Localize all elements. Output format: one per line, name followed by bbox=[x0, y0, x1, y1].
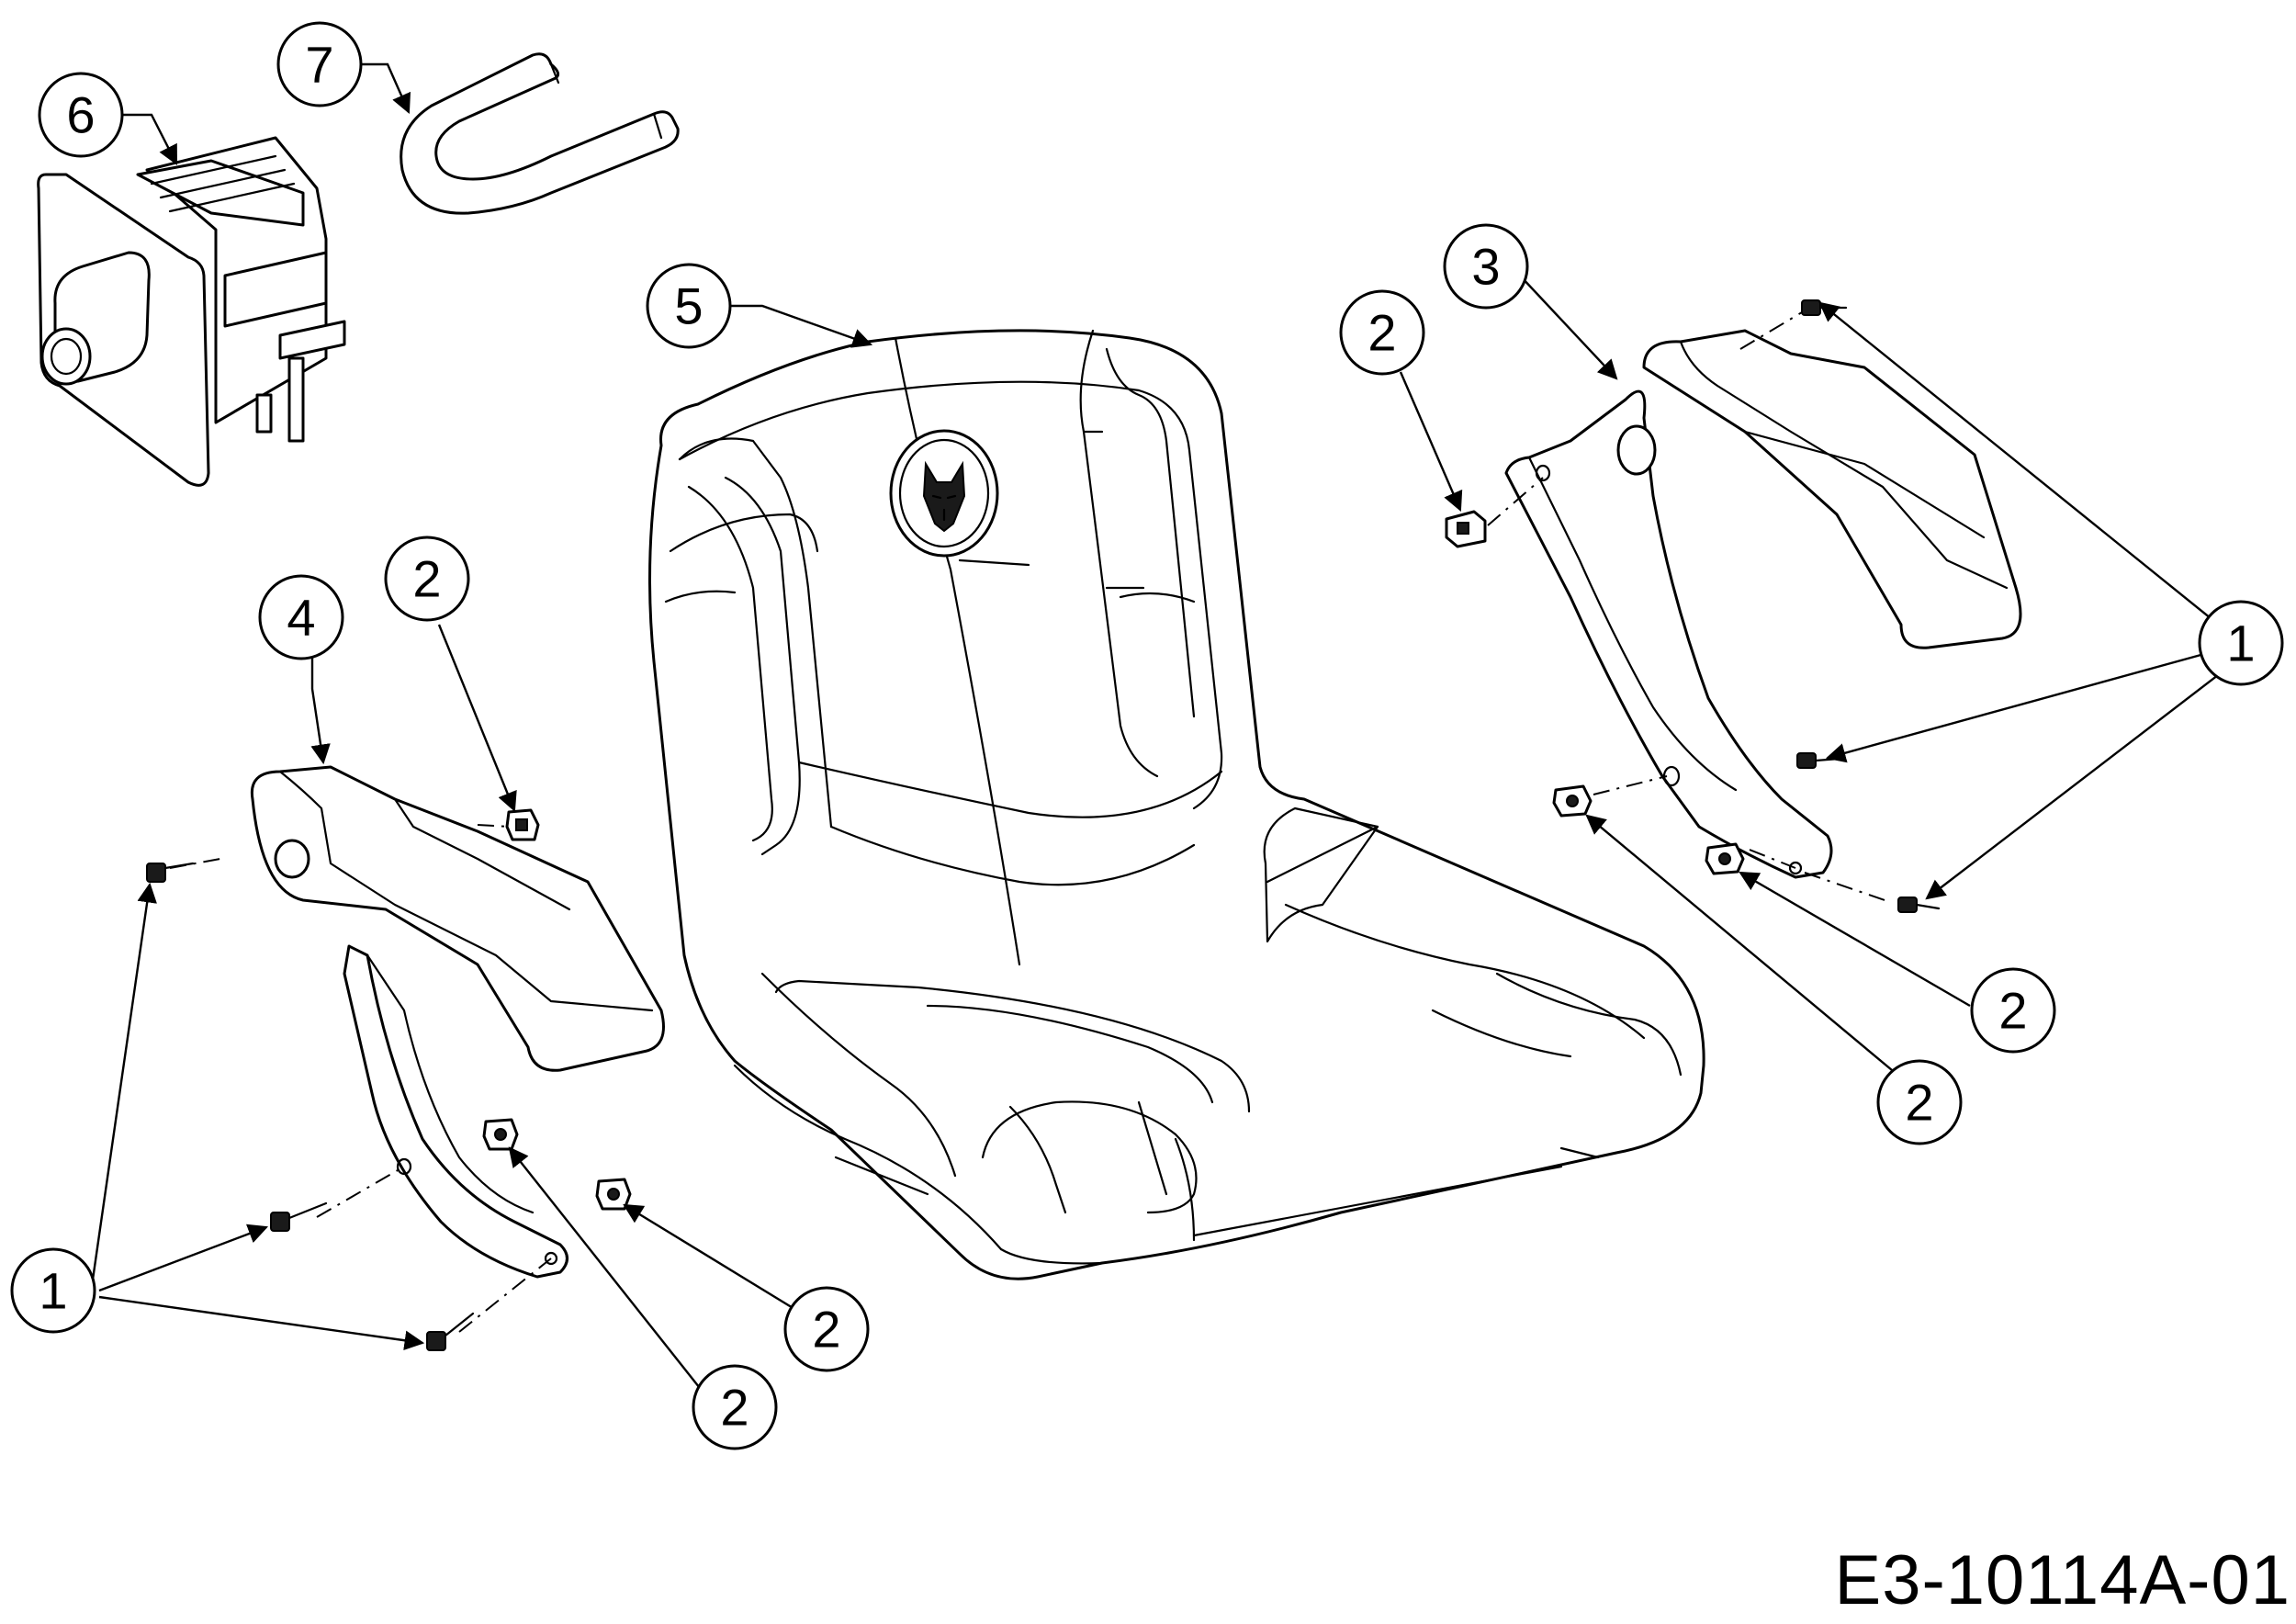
callout-7: 7 bbox=[276, 21, 363, 107]
callout-3: 3 bbox=[1443, 223, 1529, 310]
callout-2-left-lower-right-label: 2 bbox=[812, 1301, 840, 1359]
assembly-centerlines bbox=[169, 311, 1891, 1333]
callout-4-label: 4 bbox=[287, 589, 315, 647]
callout-2-right-upper: 2 bbox=[1970, 967, 2056, 1054]
callout-2-left-upper: 2 bbox=[384, 536, 470, 622]
callout-1-left: 1 bbox=[10, 1247, 96, 1334]
callout-7-label: 7 bbox=[305, 36, 333, 94]
callout-2-left-lower-label: 2 bbox=[720, 1379, 748, 1437]
callout-2-top-label: 2 bbox=[1367, 304, 1396, 362]
part-7-strap bbox=[400, 52, 680, 215]
callout-6-label: 6 bbox=[66, 86, 95, 144]
leader-lines bbox=[90, 62, 2231, 1393]
part-4-armrest-left bbox=[250, 765, 665, 1279]
drawing-code-label: E3-10114A-01 bbox=[1834, 1541, 2290, 1619]
part-2-clip-nuts bbox=[482, 510, 1745, 1211]
callout-1-right-label: 1 bbox=[2226, 615, 2255, 672]
part-6-switch bbox=[37, 136, 346, 487]
callout-2-left-lower-right: 2 bbox=[783, 1286, 870, 1372]
callout-2-left-lower: 2 bbox=[692, 1364, 778, 1450]
callout-2-top: 2 bbox=[1339, 289, 1425, 376]
callout-1-left-label: 1 bbox=[39, 1262, 67, 1320]
callout-4: 4 bbox=[258, 574, 344, 660]
callout-5-label: 5 bbox=[674, 277, 703, 335]
callout-3-label: 3 bbox=[1471, 238, 1500, 296]
callout-2-right-lower: 2 bbox=[1876, 1059, 1963, 1145]
part-3-armrest-right bbox=[1504, 329, 2022, 879]
callout-2-right-upper-label: 2 bbox=[1998, 982, 2027, 1040]
callout-2-left-upper-label: 2 bbox=[412, 550, 441, 608]
callout-2-right-lower-label: 2 bbox=[1905, 1074, 1933, 1132]
callout-6: 6 bbox=[38, 72, 124, 158]
part-5-seat bbox=[648, 329, 1705, 1280]
callout-5: 5 bbox=[646, 263, 732, 349]
callout-1-right: 1 bbox=[2198, 600, 2284, 686]
